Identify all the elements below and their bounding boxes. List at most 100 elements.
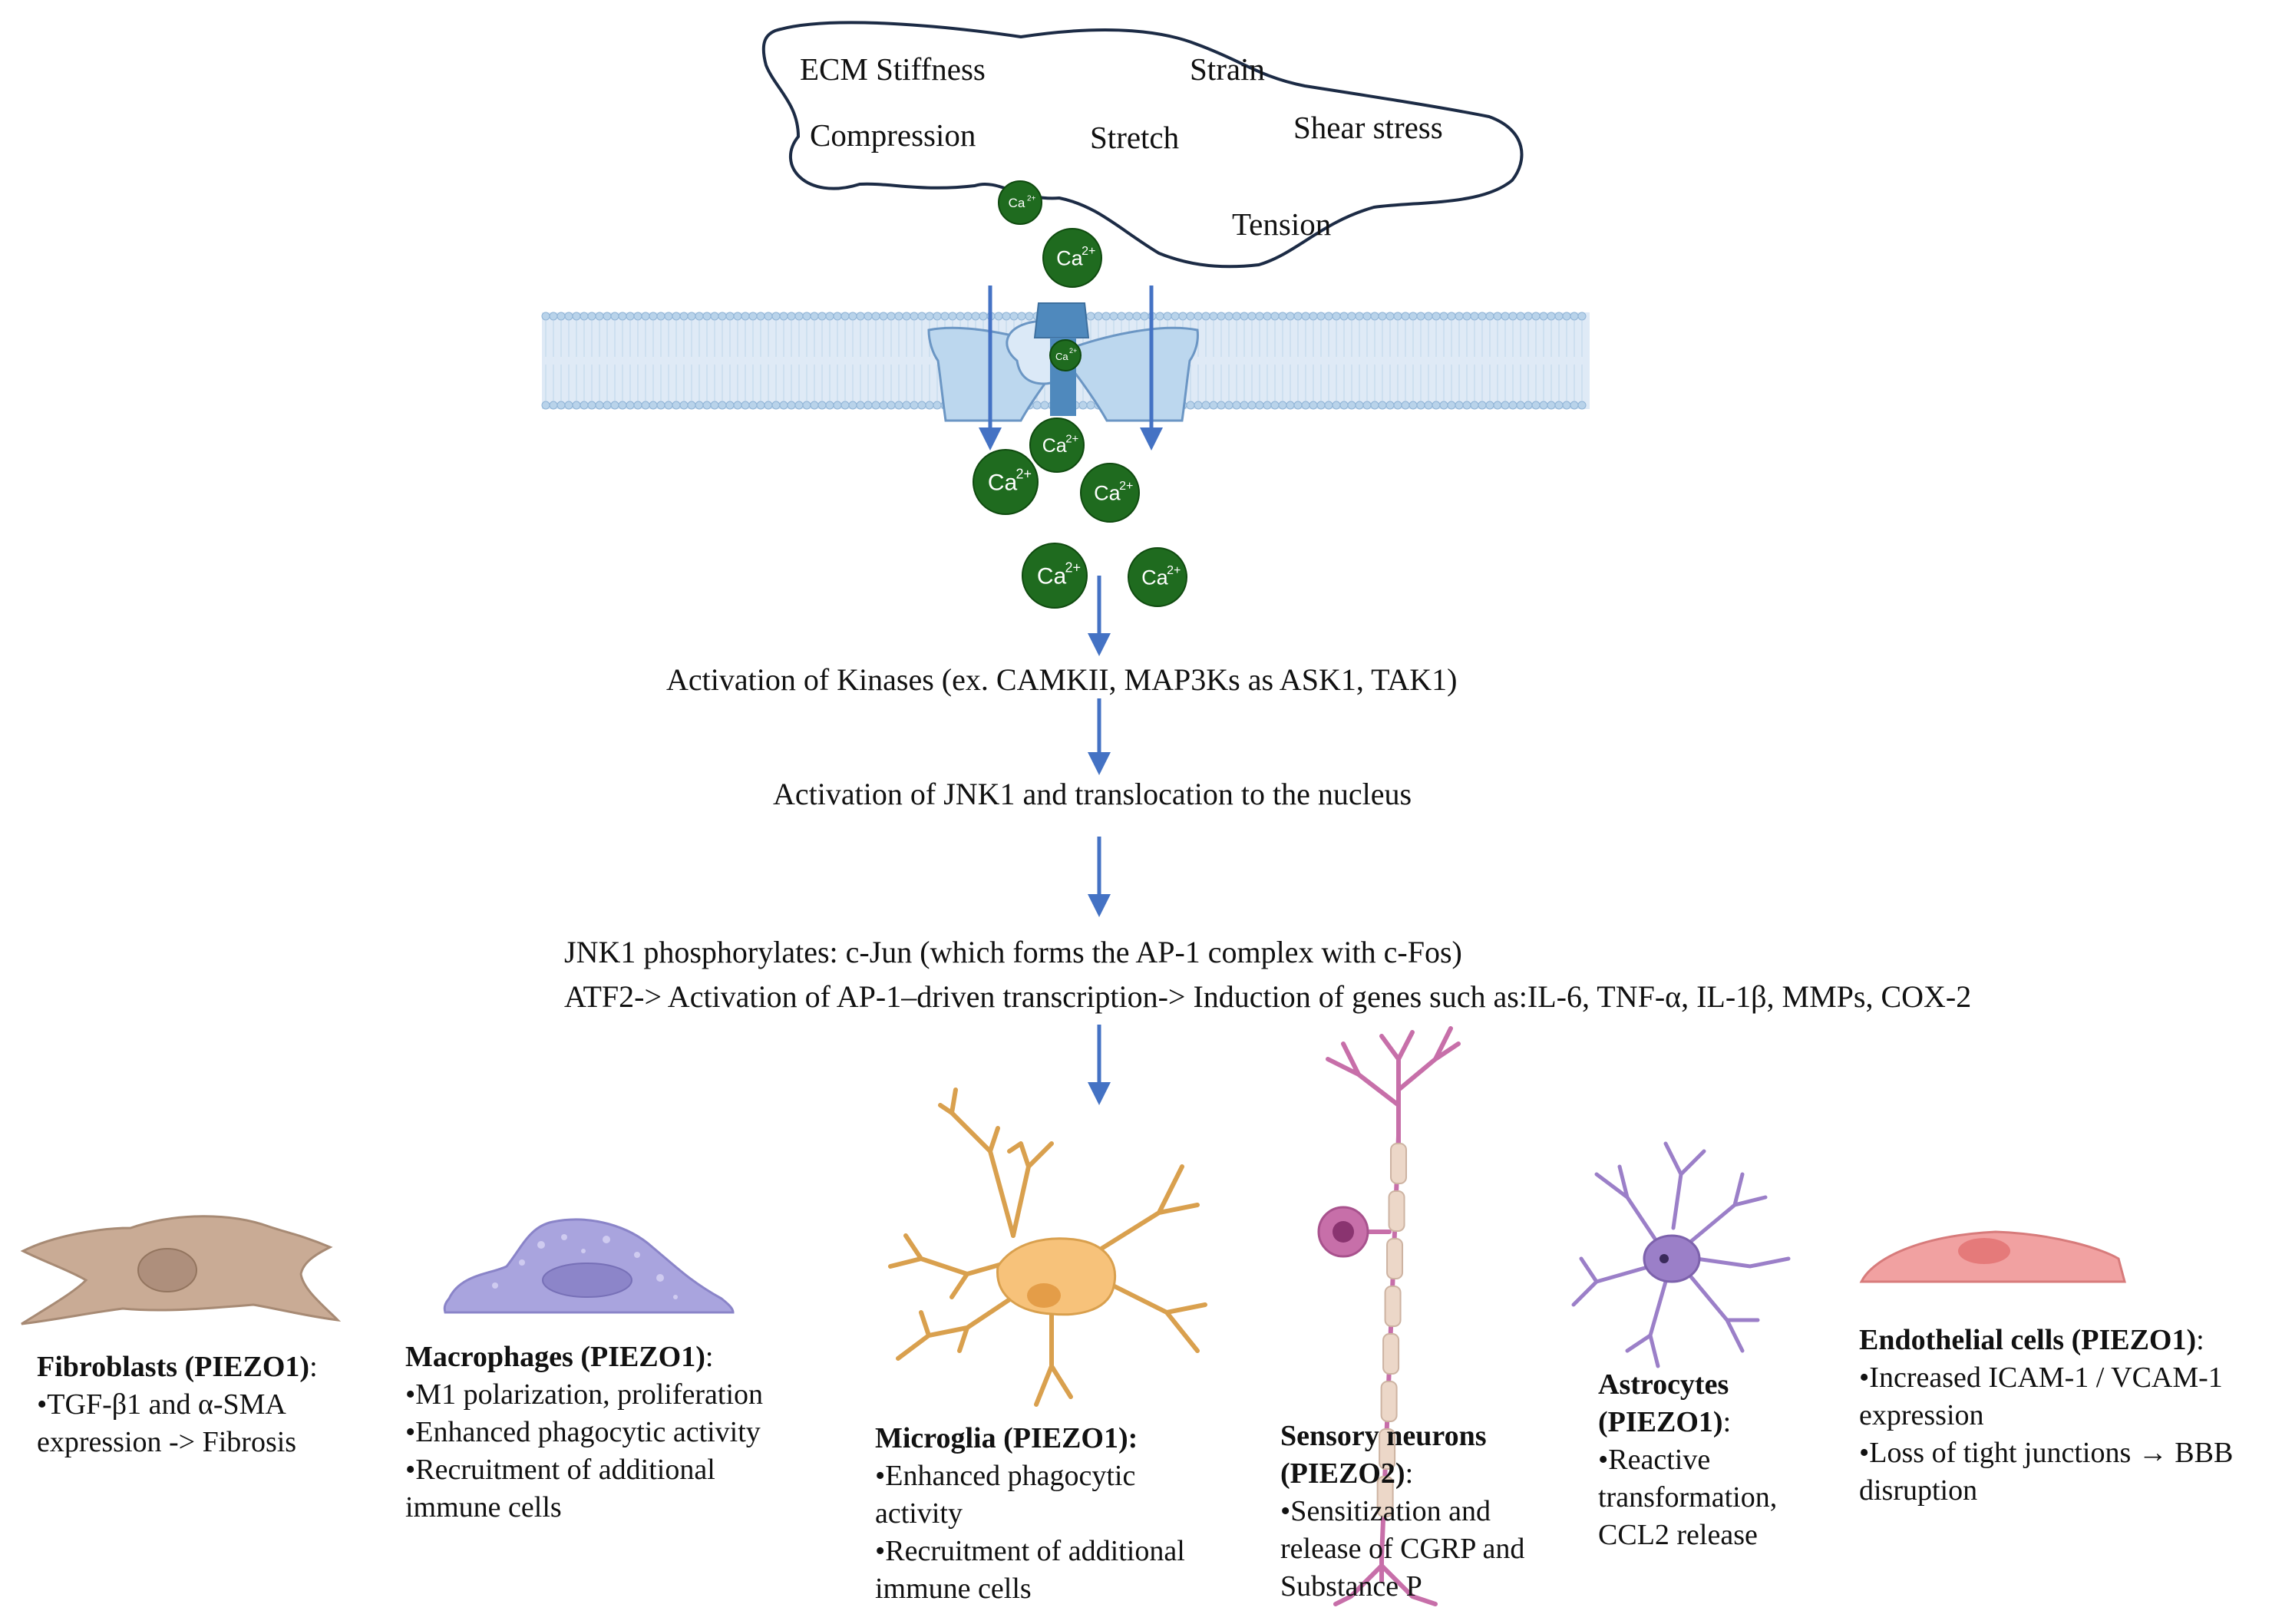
- lipid-head: [1025, 312, 1034, 321]
- lipid-head: [718, 312, 727, 321]
- lipid-head: [1362, 312, 1372, 321]
- lipid-head: [856, 312, 865, 321]
- ca-ion-sup: 2+: [1027, 194, 1036, 203]
- lipid-head: [695, 401, 704, 410]
- astrocytes-subtitle: (PIEZO1): [1598, 1406, 1723, 1438]
- ca-ion-sup: 2+: [1119, 480, 1133, 493]
- lipid-head: [963, 312, 973, 321]
- lipid-head: [710, 401, 719, 410]
- astrocytes-line: CCL2 release: [1598, 1519, 1758, 1551]
- lipid-head: [1124, 312, 1134, 321]
- lipid-head: [672, 312, 681, 321]
- lipid-head: [1217, 312, 1226, 321]
- lipid-head: [1562, 401, 1571, 410]
- lipid-head: [633, 312, 642, 321]
- ca-ion-sup: 2+: [1167, 564, 1181, 577]
- lipid-head: [710, 312, 719, 321]
- lipid-head: [917, 312, 926, 321]
- astrocytes-description: Astrocytes (PIEZO1): •Reactive transform…: [1598, 1366, 1777, 1554]
- lipid-head: [1554, 312, 1564, 321]
- lipid-head: [1209, 312, 1218, 321]
- lipid-head: [1316, 401, 1326, 410]
- ca-ion-sup: 2+: [1082, 245, 1095, 258]
- lipid-head: [879, 312, 888, 321]
- lipid-head: [1570, 312, 1579, 321]
- fibroblasts-title: Fibroblasts (PIEZO1): [37, 1351, 310, 1383]
- fibroblast-icon: [20, 1215, 342, 1325]
- lipid-head: [1470, 312, 1479, 321]
- lipid-head: [994, 312, 1003, 321]
- lipid-head: [1094, 312, 1103, 321]
- fibroblasts-description: Fibroblasts (PIEZO1): •TGF-β1 and α-SMA …: [37, 1348, 318, 1461]
- lipid-head: [1401, 312, 1410, 321]
- lipid-head: [794, 401, 804, 410]
- lipid-head: [687, 401, 696, 410]
- lipid-head: [1324, 312, 1333, 321]
- fibroblasts-line: expression -> Fibrosis: [37, 1426, 297, 1458]
- lipid-head: [610, 401, 619, 410]
- fibroblasts-title-suffix: :: [309, 1351, 318, 1383]
- lipid-head: [817, 401, 827, 410]
- lipid-head: [1524, 312, 1533, 321]
- lipid-head: [1086, 401, 1095, 410]
- lipid-head: [656, 401, 665, 410]
- stimulus-ecm-stiffness: ECM Stiffness: [800, 51, 986, 87]
- lipid-head: [1201, 401, 1210, 410]
- lipid-head: [1547, 401, 1556, 410]
- lipid-head: [925, 312, 934, 321]
- lipid-head: [733, 312, 742, 321]
- sensory-neurons-line: Substance P: [1280, 1570, 1422, 1603]
- microglia-title: Microglia (PIEZO1):: [875, 1422, 1138, 1454]
- lipid-head: [1132, 312, 1141, 321]
- endothelial-cells-line: •Increased ICAM-1 / VCAM-1: [1859, 1362, 2223, 1394]
- lipid-head: [1393, 312, 1402, 321]
- lipid-head: [1286, 401, 1295, 410]
- calcium-ion-icon: Ca2+: [1128, 547, 1187, 607]
- lipid-head: [595, 312, 604, 321]
- lipid-head: [1232, 312, 1241, 321]
- lipid-head: [1378, 312, 1387, 321]
- sensory-neurons-line: •Sensitization and: [1280, 1495, 1491, 1527]
- microglia-icon: [888, 1088, 1207, 1407]
- ca-ion-label: Ca: [1141, 566, 1168, 589]
- lipid-head: [549, 401, 558, 410]
- lipid-head: [902, 312, 911, 321]
- lipid-head: [587, 401, 596, 410]
- lipid-head: [925, 401, 934, 410]
- lipid-head: [1339, 312, 1349, 321]
- lipid-head: [1439, 401, 1448, 410]
- myelin-segment: [1390, 1143, 1407, 1184]
- lipid-head: [879, 401, 888, 410]
- lipid-head: [741, 312, 750, 321]
- lipid-head: [1301, 401, 1310, 410]
- ca-ion-label: Ca: [1009, 196, 1025, 210]
- lipid-head: [940, 312, 949, 321]
- stimulus-tension: Tension: [1232, 206, 1332, 242]
- lipid-head: [572, 312, 581, 321]
- stimuli-cloud: [761, 21, 1524, 269]
- lipid-head: [610, 312, 619, 321]
- calcium-ion-icon: Ca2+: [1042, 228, 1102, 288]
- astrocytes-line: transformation,: [1598, 1481, 1778, 1513]
- lipid-head: [1293, 401, 1303, 410]
- lipid-head: [1194, 312, 1203, 321]
- lipid-head: [549, 312, 558, 321]
- lipid-head: [840, 401, 850, 410]
- lipid-head: [871, 401, 880, 410]
- lipid-head: [1539, 401, 1548, 410]
- myelin-segment: [1386, 1238, 1404, 1279]
- lipid-head: [1240, 401, 1249, 410]
- endothelial-cells-line: expression: [1859, 1399, 1984, 1431]
- lipid-head: [1286, 312, 1295, 321]
- lipid-head: [1447, 401, 1456, 410]
- lipid-head: [564, 401, 573, 410]
- lipid-head: [641, 401, 650, 410]
- lipid-head: [572, 401, 581, 410]
- lipid-head: [564, 312, 573, 321]
- lipid-head: [1554, 401, 1564, 410]
- lipid-head: [810, 312, 819, 321]
- lipid-head: [1432, 312, 1441, 321]
- pathway-step-kinases: Activation of Kinases (ex. CAMKII, MAP3K…: [666, 662, 1458, 697]
- lipid-head: [1462, 312, 1471, 321]
- lipid-head: [979, 312, 988, 321]
